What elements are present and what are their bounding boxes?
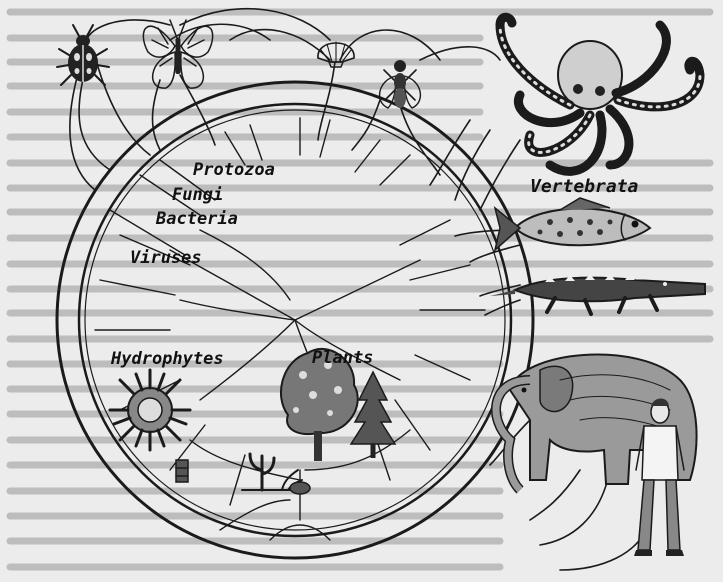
label-protozoa: Protozoa [193, 160, 275, 180]
fish-icon [495, 198, 650, 250]
label-fungi: Fungi [172, 185, 223, 205]
water-plant-icon [110, 370, 190, 450]
label-bacteria: Bacteria [155, 209, 238, 229]
butterfly-icon [143, 20, 212, 88]
crocodile-icon [490, 274, 705, 314]
label-hydrophytes: Hydrophytes [110, 349, 224, 369]
water-creature-icon [290, 482, 310, 494]
small-plant-icon [176, 460, 188, 482]
label-viruses: Viruses [130, 248, 202, 268]
label-vertebrata: Vertebrata [530, 176, 639, 197]
octopus-icon [500, 17, 700, 171]
label-plants: Plants [312, 348, 373, 368]
